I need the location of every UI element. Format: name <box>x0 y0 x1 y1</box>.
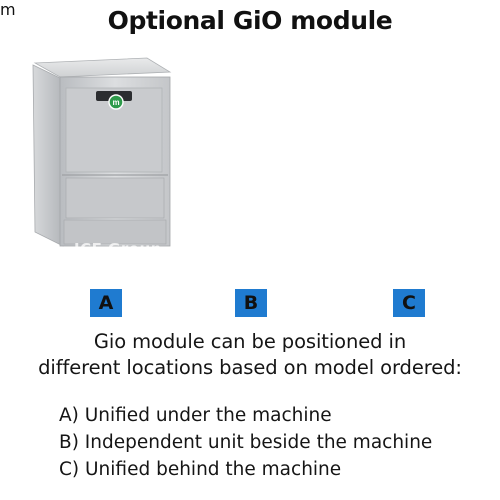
label-c: C <box>393 289 425 317</box>
option-c: C) Unified behind the machine <box>59 459 342 480</box>
svg-text:m: m <box>112 98 119 107</box>
dishwasher-a: m <box>32 57 172 247</box>
logo-c: m <box>0 0 16 19</box>
page-title: Optional GiO module <box>107 6 393 35</box>
watermark: ICE Group <box>74 240 162 258</box>
label-b: B <box>235 289 267 317</box>
logo-a <box>108 94 124 110</box>
label-a: A <box>90 289 122 317</box>
dishwasher-c: m <box>0 0 16 19</box>
option-a: A) Unified under the machine <box>59 405 332 426</box>
description: Gio module can be positioned in differen… <box>0 329 500 381</box>
options-list: A) Unified under the machine B) Independ… <box>59 402 432 483</box>
control-panel-c: m <box>0 0 16 19</box>
description-line-1: Gio module can be positioned in <box>93 330 407 353</box>
description-line-2: different locations based on model order… <box>38 356 462 379</box>
option-b: B) Independent unit beside the machine <box>59 432 433 453</box>
